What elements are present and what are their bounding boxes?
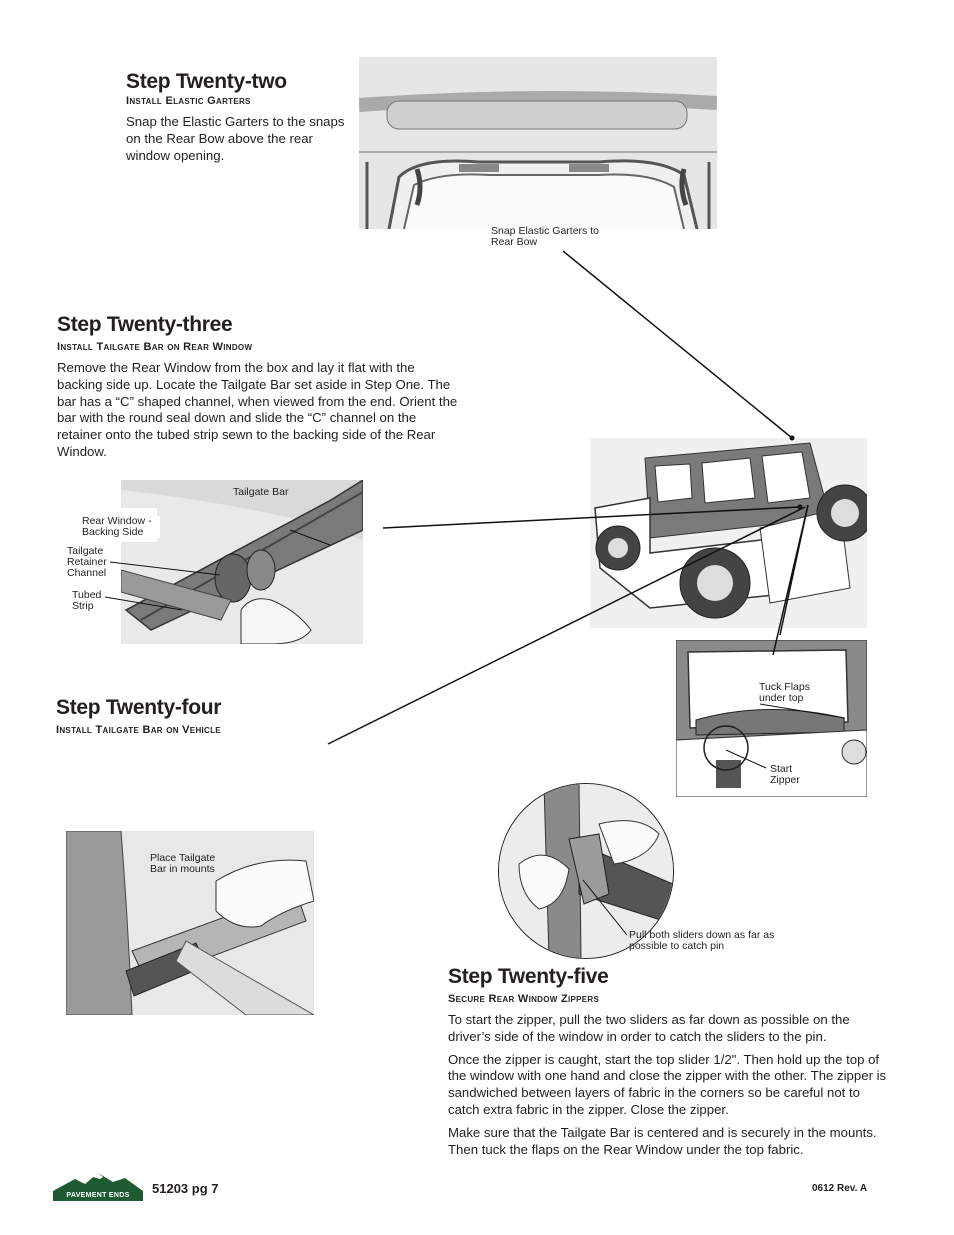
tailgate-bar-figure: [121, 480, 363, 644]
step-23-title: Step Twenty-three: [57, 313, 233, 336]
place-tailgate-bar-figure: [66, 831, 314, 1015]
pavement-ends-logo: PAVEMENT ENDS: [53, 1171, 143, 1201]
step-25-section: Step Twenty-five Secure Rear Window Zipp…: [448, 965, 894, 1164]
step-25-title: Step Twenty-five: [448, 965, 609, 988]
revision: 0612 Rev. A: [812, 1183, 868, 1194]
step-22-subtitle: Install Elastic Garters: [126, 95, 251, 107]
garters-caption: Snap Elastic Garters to Rear Bow: [491, 225, 599, 248]
retainer-channel-label: Tailgate Retainer Channel: [67, 545, 107, 579]
step-25-subtitle: Secure Rear Window Zippers: [448, 993, 600, 1005]
step-25-paragraph: To start the zipper, pull the two slider…: [448, 1012, 850, 1044]
step-23-subtitle: Install Tailgate Bar on Rear Window: [57, 341, 253, 353]
tubed-strip-label: Tubed Strip: [72, 589, 102, 612]
backing-side-label: Rear Window - Backing Side: [82, 516, 160, 538]
step-25-paragraph: Make sure that the Tailgate Bar is cente…: [448, 1124, 877, 1157]
tuck-flaps-label: Tuck Flaps under top: [759, 681, 810, 704]
step-25-body: To start the zipper, pull the two slider…: [448, 1012, 894, 1158]
jeep-vehicle-figure: [590, 438, 867, 628]
step-25-paragraph: Once the zipper is caught, start the top…: [448, 1051, 887, 1117]
tuck-flaps-figure: [676, 640, 867, 797]
page-code: 51203 pg 7: [152, 1181, 219, 1196]
step-24-subtitle: Install Tailgate Bar on Vehicle: [56, 724, 221, 736]
step-22-section: Step Twenty-two Install Elastic Garters …: [126, 70, 346, 164]
step-22-body: Snap the Elastic Garters to the snaps on…: [126, 114, 345, 163]
step-23-body: Remove the Rear Window from the box and …: [57, 360, 458, 459]
logo-text: PAVEMENT ENDS: [66, 1192, 130, 1199]
pull-sliders-caption: Pull both sliders down as far as possibl…: [629, 929, 775, 952]
place-bar-caption: Place Tailgate Bar in mounts: [150, 852, 216, 875]
step-24-title: Step Twenty-four: [56, 696, 222, 719]
start-zipper-label: Start Zipper: [770, 763, 800, 786]
tailgate-bar-label: Tailgate Bar: [233, 486, 289, 498]
zipper-detail-figure: [498, 783, 674, 959]
step-22-title: Step Twenty-two: [126, 70, 287, 93]
rear-bow-garters-figure: [359, 57, 717, 229]
step-23-section: Step Twenty-three Install Tailgate Bar o…: [57, 313, 462, 461]
step-24-section: Step Twenty-four Install Tailgate Bar on…: [56, 696, 316, 736]
